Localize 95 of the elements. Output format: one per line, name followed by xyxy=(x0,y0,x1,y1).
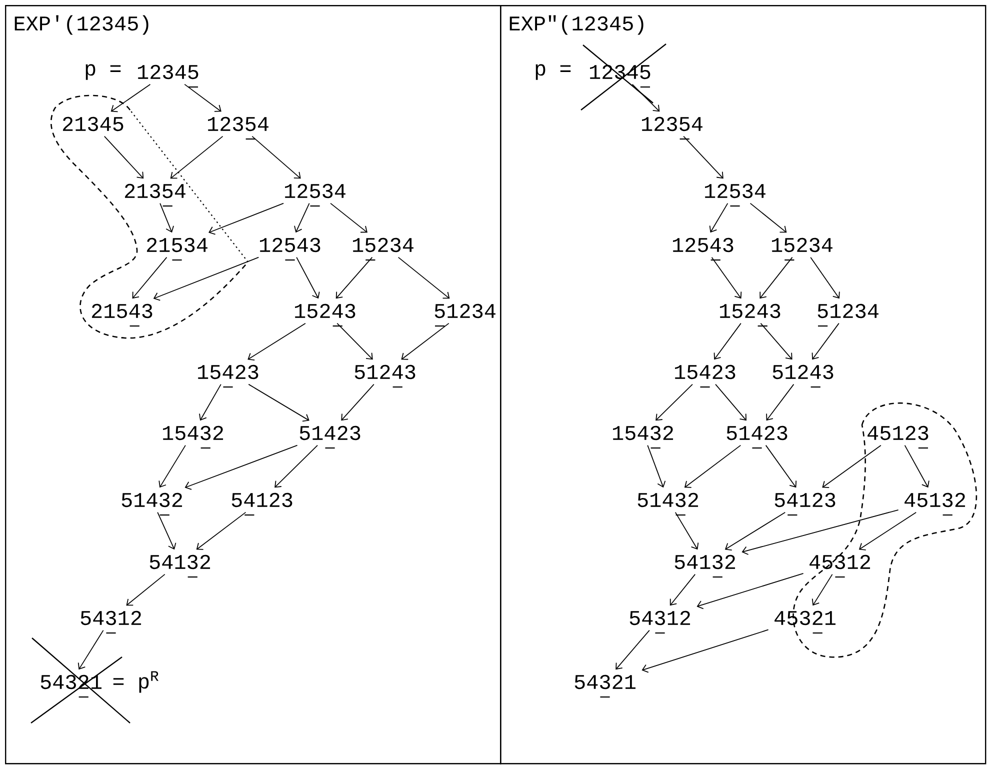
arrow xyxy=(822,444,882,488)
arrow xyxy=(170,136,224,179)
math-label: p = xyxy=(86,64,121,80)
arrow xyxy=(714,322,742,360)
arrow xyxy=(104,136,144,179)
permutation-label: 51423 xyxy=(300,426,360,440)
arrow xyxy=(765,444,797,488)
arrow xyxy=(632,84,660,112)
arrow xyxy=(184,444,298,490)
permutation-label: 51234 xyxy=(818,304,878,318)
arrow xyxy=(810,256,840,299)
arrow xyxy=(858,512,917,550)
permutation-label: 51432 xyxy=(638,492,698,508)
permutation-label: 45321 xyxy=(774,610,836,626)
permutation-label: 51423 xyxy=(726,426,788,440)
permutation-label: 21354 xyxy=(124,184,186,198)
permutation-label: 54132 xyxy=(150,554,210,570)
arrow xyxy=(296,256,320,299)
arrow xyxy=(274,444,318,488)
arrow xyxy=(157,512,176,550)
arrow xyxy=(132,256,168,299)
permutation-label: 51243 xyxy=(772,364,834,380)
permutation-label: 15432 xyxy=(163,426,224,440)
arrow xyxy=(401,322,450,360)
permutation-label: 15423 xyxy=(675,364,736,380)
arrow xyxy=(248,322,306,360)
arrow xyxy=(330,202,368,233)
arrow xyxy=(160,202,174,233)
permutation-label: 45123 xyxy=(868,426,928,440)
arrow xyxy=(766,384,794,421)
arrow xyxy=(341,384,374,421)
permutation-label: 54132 xyxy=(674,554,736,570)
permutation-label: 54312 xyxy=(80,610,142,626)
permutation-label: 51432 xyxy=(122,492,182,508)
permutation-label: 12354 xyxy=(208,116,268,132)
permutation-label: 12543 xyxy=(673,238,734,252)
arrow xyxy=(760,256,793,299)
arrow xyxy=(812,574,833,606)
arrow xyxy=(616,630,650,670)
permutation-label: 54312 xyxy=(630,610,690,626)
arrow xyxy=(674,512,699,550)
arrow xyxy=(670,574,696,606)
arrow xyxy=(750,202,787,233)
arrow xyxy=(153,256,260,301)
permutation-label: 54321 xyxy=(574,674,636,690)
math-label: = p$^{R}$ xyxy=(113,671,158,693)
arrow xyxy=(208,202,284,235)
arrow xyxy=(904,444,930,488)
arrow xyxy=(812,322,840,360)
permutation-label: 21345 xyxy=(62,116,124,132)
arrow xyxy=(196,512,246,550)
arrow xyxy=(294,202,310,233)
permutation-label: 15423 xyxy=(198,364,258,380)
arrow xyxy=(724,512,786,550)
permutation-label: 12354 xyxy=(642,116,702,132)
arrow xyxy=(336,322,373,360)
permutation-label: 54123 xyxy=(232,492,292,508)
permutation-label: 54123 xyxy=(774,492,836,508)
permutation-label: 15243 xyxy=(720,304,780,318)
permutation-label: 15234 xyxy=(772,238,832,252)
permutation-label: 51243 xyxy=(354,364,416,380)
arrow xyxy=(78,630,104,670)
permutation-label: 45132 xyxy=(904,492,966,508)
permutation-label: 12534 xyxy=(285,184,346,198)
arrow xyxy=(647,444,666,488)
arrow xyxy=(398,256,450,299)
arrow xyxy=(184,84,222,112)
arrow xyxy=(709,202,728,233)
arrow xyxy=(715,384,746,421)
permutation-label: 12534 xyxy=(705,184,766,198)
permutation-label: 15234 xyxy=(353,238,414,252)
permutation-label: 12543 xyxy=(260,238,320,252)
permutation-label: 51234 xyxy=(434,304,496,318)
arrow xyxy=(711,256,742,299)
arrow xyxy=(110,84,151,112)
arrow xyxy=(252,136,301,179)
arrow xyxy=(158,444,186,488)
permutation-label: 21534 xyxy=(146,238,208,252)
arrow xyxy=(760,322,792,360)
arrow xyxy=(336,256,373,299)
arrow xyxy=(742,509,899,555)
permutation-label: 21543 xyxy=(92,304,152,318)
math-label: p = xyxy=(536,64,571,80)
arrow xyxy=(199,384,222,421)
arrow xyxy=(126,574,166,606)
arrow xyxy=(656,384,693,421)
permutation-label: 15243 xyxy=(295,304,356,318)
arrow xyxy=(684,444,742,488)
permutation-label: 12345 xyxy=(138,64,198,80)
permutation-label: 45312 xyxy=(810,554,870,570)
arrow xyxy=(696,572,804,610)
permutation-label: 15432 xyxy=(613,426,674,440)
arrow xyxy=(642,629,769,673)
arrow xyxy=(248,384,310,422)
arrow xyxy=(683,136,724,179)
